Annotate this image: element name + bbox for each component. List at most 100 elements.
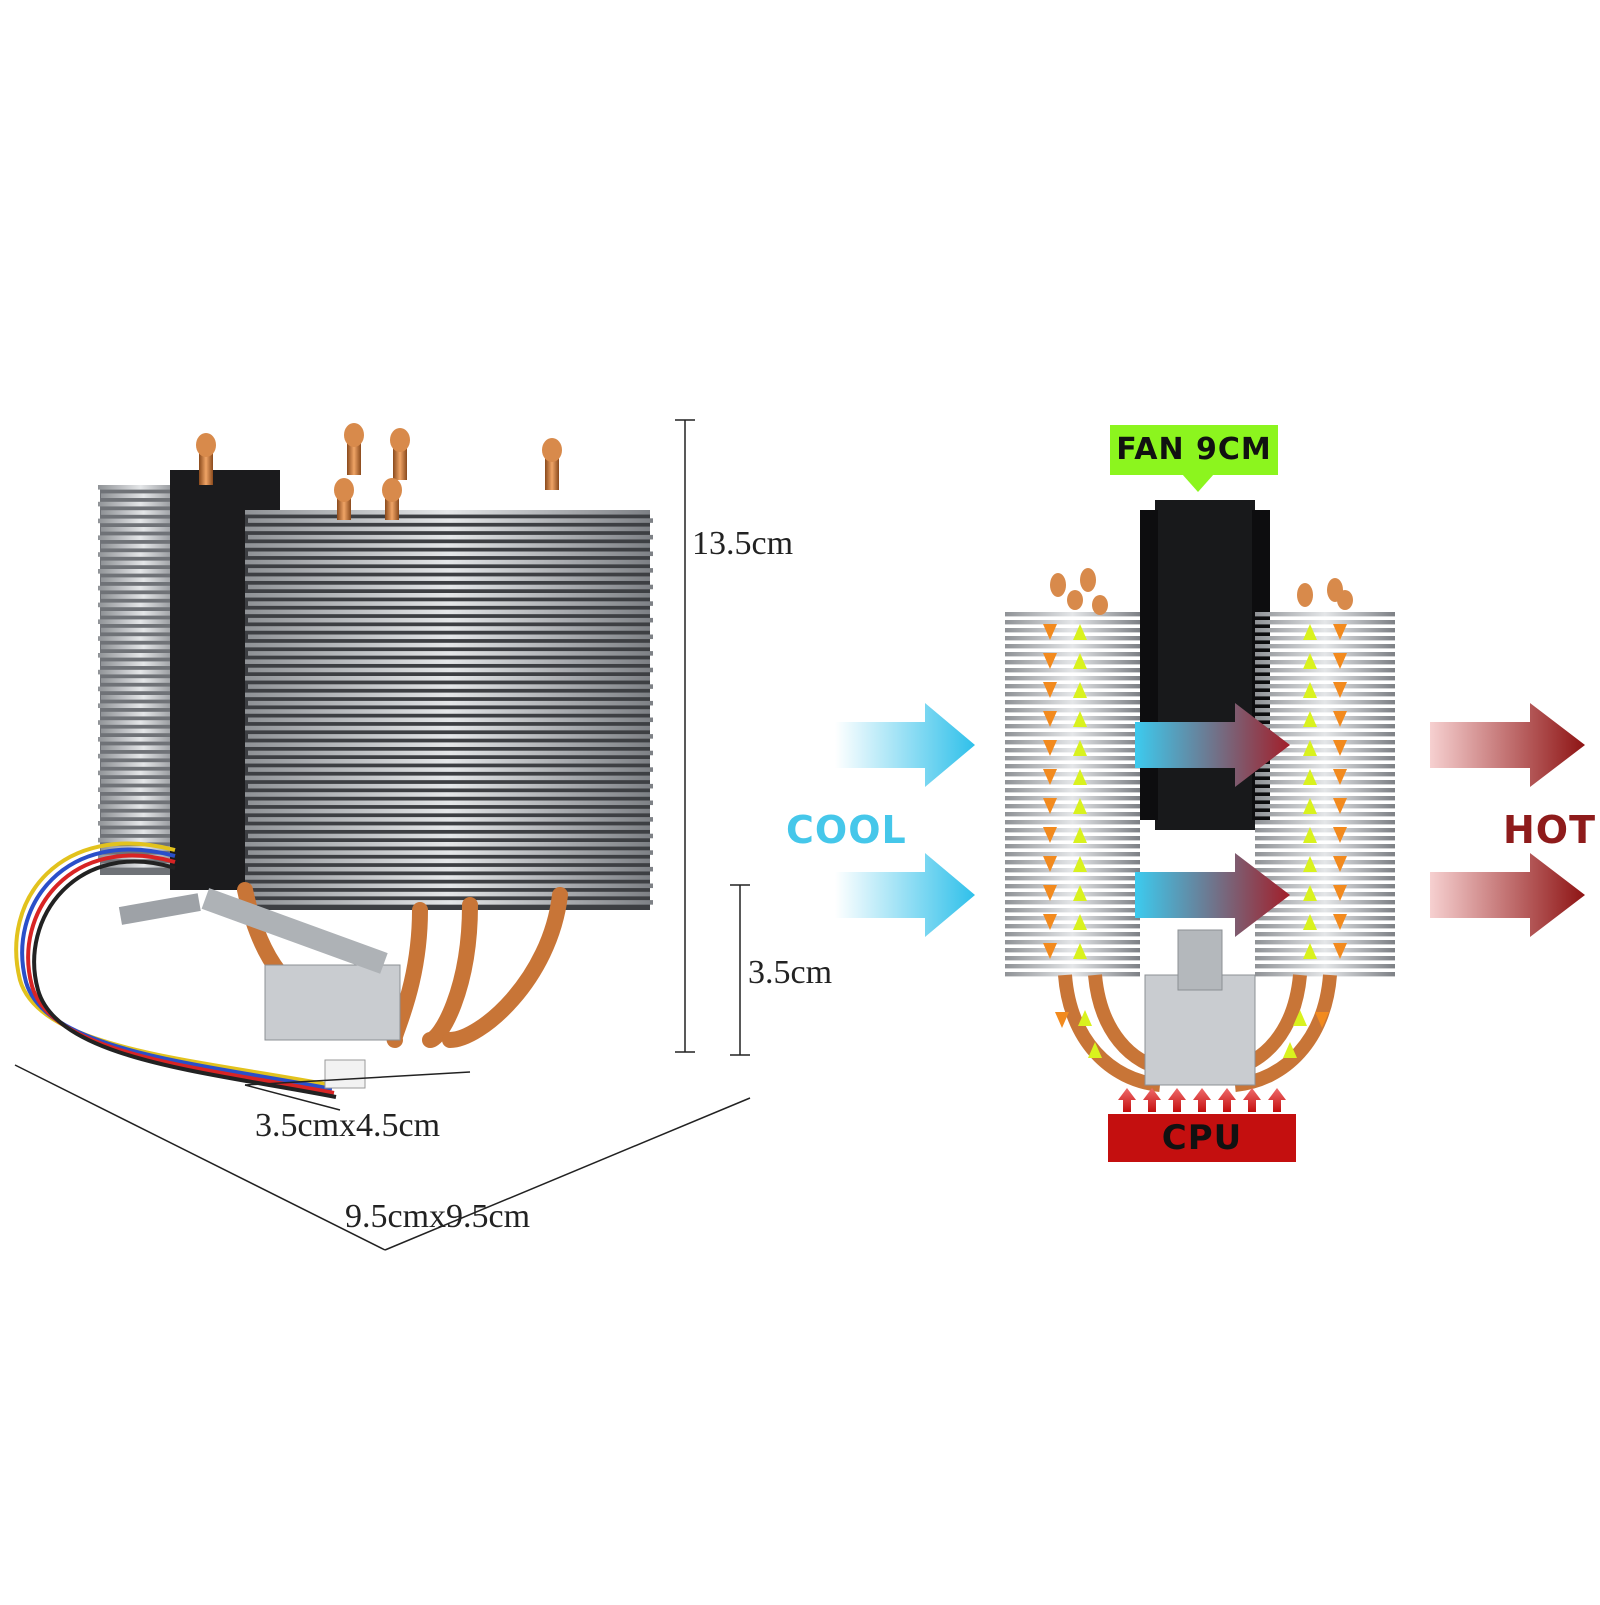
fin [98,569,183,574]
fin [1005,628,1140,633]
fin [1005,900,1140,905]
fin [1005,612,1140,617]
fin [1005,876,1140,881]
heat-down-arrow [1315,1012,1329,1028]
heat-down-arrow [1043,624,1057,640]
fin [1255,788,1395,793]
fin [101,863,186,868]
heat-down-arrow [1055,1012,1069,1028]
fin [1005,636,1140,641]
fin [98,619,183,625]
heat-down-arrow [1043,740,1057,756]
fin [1005,620,1140,625]
fin [248,734,653,739]
fin [1255,636,1395,641]
fan-cable [14,841,337,1099]
fin [1255,812,1395,817]
fin [101,695,186,700]
fin [248,551,653,557]
fin [1005,956,1140,961]
fin [248,534,653,540]
fin [1255,948,1395,953]
fin [245,775,650,781]
fan-label-pointer [1182,474,1214,492]
heat-down-arrow [1333,769,1347,785]
heat-up-arrow [1073,769,1087,785]
fin [101,543,186,549]
fin [1005,908,1140,913]
fin [1255,852,1395,857]
heat-up-arrow [1303,943,1317,959]
fin [248,667,653,673]
fin [1255,708,1395,713]
cpu-heat-arrow [1193,1088,1211,1112]
fin [98,485,183,490]
fin [98,585,183,591]
fin [1005,700,1140,705]
fin [98,804,183,809]
fin [1005,756,1140,761]
fin [98,636,183,641]
fin [98,518,183,524]
fin [1255,828,1395,833]
heat-down-arrow [1333,711,1347,727]
heat-up-arrow [1078,1010,1092,1026]
fin [98,770,183,776]
front-fin-stack [245,510,653,910]
heat-up-arrow [1073,943,1087,959]
fin [248,568,653,573]
fin [1255,732,1395,737]
fin [98,787,183,793]
fin [248,866,653,872]
diagram-heatpipe-tips [1050,568,1353,615]
fin [245,526,650,532]
fin [248,850,653,855]
fin [1255,716,1395,721]
fin [101,795,186,801]
dimension-lines [14,419,751,1251]
heat-up-arrow [1073,624,1087,640]
fin [1005,932,1140,937]
fin [245,559,650,565]
heat-down-arrow [1043,653,1057,669]
fin [245,510,650,515]
fin [248,817,653,822]
fin [1255,692,1395,697]
fin [245,842,650,847]
heat-up-arrow [1073,798,1087,814]
heat-up-arrow [1073,653,1087,669]
fin [1005,740,1140,745]
fin [245,543,650,548]
fin [98,535,183,541]
fin [1005,684,1140,689]
fin [101,745,186,751]
fin [248,800,653,806]
fin [248,700,653,706]
fin [1255,612,1395,617]
fin [248,717,653,723]
fin [101,577,186,583]
fin [245,858,650,864]
heatpipe-tips [196,423,562,520]
fin [245,825,650,830]
fin [101,812,186,818]
base-size-dimension-label: 3.5cmx4.5cm [255,1107,441,1144]
fin [1255,908,1395,913]
heat-down-arrow [1333,943,1347,959]
heat-up-arrow [1303,711,1317,727]
fin [248,684,653,689]
fin [1005,692,1140,697]
fin [1255,676,1395,681]
fin [245,593,650,598]
cool-label: COOL [786,808,907,852]
fin [101,829,186,835]
heat-up-arrow [1073,914,1087,930]
fin [101,594,186,599]
fan-connector [324,1059,366,1089]
fin [1005,836,1140,841]
fin [1255,836,1395,841]
fin [101,711,186,717]
fin [1255,884,1395,889]
heat-down-arrow [1043,711,1057,727]
